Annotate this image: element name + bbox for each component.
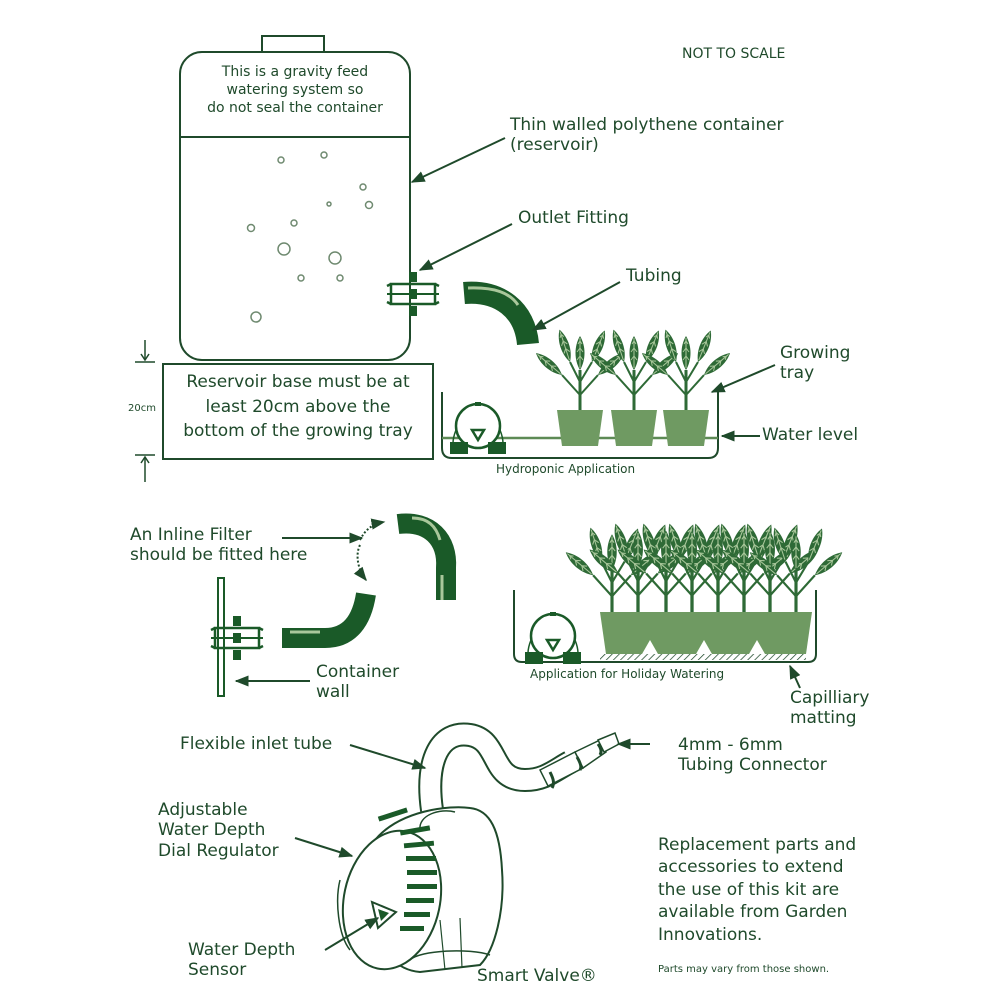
smart-valve-small-icon-2 [523, 610, 583, 666]
smart-valve-small-icon [448, 400, 508, 456]
base-note-line-2: least 20cm above the [205, 396, 391, 417]
sensor-label-line-2: Sensor [188, 960, 247, 981]
base-note-line-3: bottom of the growing tray [183, 421, 413, 442]
holiday-caption: Application for Holiday Watering [530, 667, 725, 681]
holiday-watering-tray [513, 522, 846, 689]
smart-valve-large [294, 722, 650, 974]
reservoir-base-note: Reservoir base must be at least 20cm abo… [163, 370, 433, 444]
growing-tray-label-line-2: tray [780, 363, 815, 384]
dial-label-line-1: Adjustable [158, 800, 248, 820]
reservoir-base-box [162, 363, 434, 460]
connector-label-line-2: Tubing Connector [678, 755, 827, 776]
replacement-line-2: accessories to extend [658, 857, 844, 878]
matting-label-line-2: matting [790, 708, 857, 729]
base-note-line-1: Reservoir base must be at [186, 372, 410, 392]
tubing-arrow [531, 281, 621, 331]
height-20cm-label: 20cm [128, 403, 156, 414]
sensor-arrow [324, 917, 380, 951]
container-label: Thin walled polythene container (reservo… [510, 115, 784, 156]
replacement-line-5: Innovations. [658, 924, 763, 945]
capillary-matting [600, 654, 806, 660]
water-level-label: Water level [762, 425, 859, 445]
growing-tray-label-line-1: Growing [780, 343, 851, 363]
flexible-inlet-tube-label: Flexible inlet tube [180, 734, 333, 754]
outlet-fitting-label: Outlet Fitting [518, 208, 629, 228]
sensor-label-line-1: Water Depth [188, 940, 296, 960]
gravity-feed-note-line-1: This is a gravity feed [221, 64, 369, 80]
dial-label-line-2: Water Depth [158, 820, 266, 841]
outlet-arrow [418, 223, 513, 271]
inline-filter-label-line-1: An Inline Filter [130, 525, 252, 545]
inline-filter-label: An Inline Filter should be fitted here [130, 525, 307, 566]
potted-plants [533, 328, 733, 446]
smart-valve-product-name: Smart Valve® [477, 966, 597, 986]
container-arrow [410, 137, 506, 183]
gravity-feed-note: This is a gravity feed watering system s… [182, 63, 408, 118]
container-wall-label-line-2: wall [316, 682, 350, 703]
hydroponic-caption: Hydroponic Application [496, 462, 636, 476]
tubing-connector-label: 4mm - 6mm Tubing Connector [678, 735, 827, 776]
container-label-line-2: (reservoir) [510, 135, 599, 156]
replacement-parts-note: Replacement parts and accessories to ext… [658, 834, 856, 946]
reservoir-container [179, 35, 411, 361]
hydroponic-tray [441, 328, 733, 459]
replacement-line-1: Replacement parts and [658, 835, 857, 855]
tubing-label: Tubing [626, 266, 682, 286]
holiday-potted-plants [563, 522, 846, 654]
height-dimension-marker [135, 340, 155, 482]
container-wall-label: Container wall [316, 662, 399, 703]
dial-ribs [377, 807, 437, 931]
gravity-feed-note-line-2: watering system so [226, 82, 364, 99]
inline-filter-detail [209, 513, 457, 697]
growing-tray-arrow [710, 364, 776, 393]
water-bubbles [246, 151, 374, 323]
container-wall-label-line-1: Container [316, 662, 400, 682]
dial-arrow [294, 837, 354, 858]
dial-regulator-label: Adjustable Water Depth Dial Regulator [158, 800, 279, 861]
outlet-fitting-icon [385, 270, 441, 318]
replacement-line-3: the use of this kit are [658, 879, 840, 900]
matting-label-line-1: Capilliary [790, 688, 870, 708]
connector-label-line-1: 4mm - 6mm [678, 735, 783, 755]
water-depth-sensor-label: Water Depth Sensor [188, 940, 295, 981]
dial-label-line-3: Dial Regulator [158, 840, 279, 861]
not-to-scale-label: NOT TO SCALE [682, 46, 786, 62]
inline-filter-label-line-2: should be fitted here [130, 545, 308, 566]
parts-disclaimer: Parts may vary from those shown. [658, 964, 830, 975]
tubing-elbow [463, 281, 539, 346]
container-label-line-1: Thin walled polythene container [510, 115, 784, 135]
matting-arrow [789, 664, 801, 689]
inlet-tube-arrow [349, 744, 427, 770]
replacement-line-4: available from Garden [658, 902, 848, 923]
growing-tray-label: Growing tray [780, 343, 850, 384]
capillary-matting-label: Capilliary matting [790, 688, 869, 729]
gravity-feed-note-line-3: do not seal the container [207, 100, 383, 117]
